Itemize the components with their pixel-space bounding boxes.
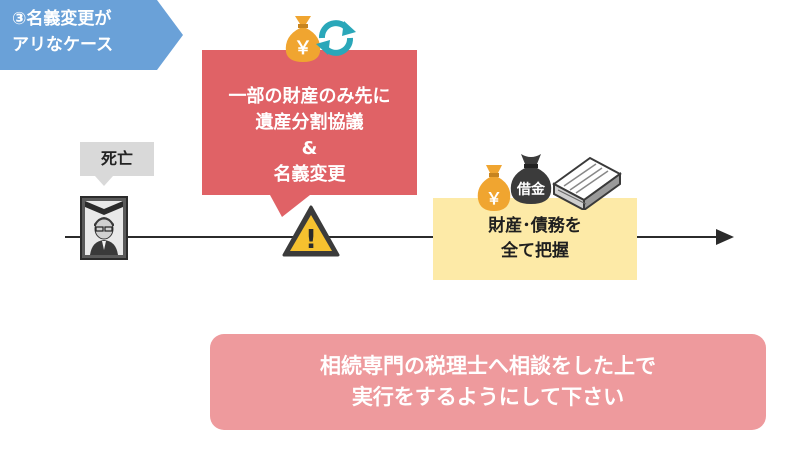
advice-note-box	[210, 334, 766, 430]
yellow-box	[433, 198, 637, 280]
timeline-arrowhead	[716, 229, 734, 245]
bill-stack-icon	[552, 156, 622, 210]
section-title-line-2: アリなケース	[12, 35, 114, 55]
advice-note-line-1: 相続専門の税理士へ相談をした上で	[320, 354, 656, 378]
bag-yen-symbol: ￥	[486, 189, 502, 208]
coin-yen-symbol: ￥	[294, 38, 312, 59]
yellow-box-text: 財産･債務を 全て把握	[433, 214, 637, 264]
refresh-icon	[316, 20, 356, 56]
warning-glyph: !	[305, 225, 317, 255]
yellow-box-line-2: 全て把握	[501, 241, 569, 261]
warning-icon: !	[282, 205, 340, 257]
section-title: ③名義変更が アリなケース	[12, 6, 162, 58]
advice-note-line-2: 実行をするようにして下さい	[351, 385, 625, 409]
red-callout-line-3: &	[301, 138, 318, 159]
yen-money-bag-icon: ￥	[477, 165, 511, 211]
red-callout-text: 一部の財産のみ先に 遺産分割協議 & 名義変更	[202, 84, 417, 188]
death-label: 死亡	[80, 142, 154, 176]
red-callout-line-4: 名義変更	[273, 164, 346, 185]
red-callout-line-2: 遺産分割協議	[255, 112, 364, 133]
timeline-line	[65, 236, 720, 238]
red-callout-box	[202, 50, 417, 195]
section-title-line-1: ③名義変更が	[12, 9, 112, 29]
advice-note-text: 相続専門の税理士へ相談をした上で 実行をするようにして下さい	[210, 351, 766, 413]
yellow-box-line-1: 財産･債務を	[488, 216, 582, 236]
memorial-portrait-icon	[80, 196, 128, 260]
debt-label: 借金	[516, 181, 546, 198]
yen-coin-bag-icon: ￥	[285, 16, 321, 62]
section-title-tab	[0, 0, 183, 70]
red-callout-line-1: 一部の財産のみ先に	[228, 86, 391, 107]
debt-bag-icon: 借金	[510, 154, 552, 204]
death-label-pointer	[95, 176, 113, 186]
red-callout-pointer	[270, 195, 310, 217]
